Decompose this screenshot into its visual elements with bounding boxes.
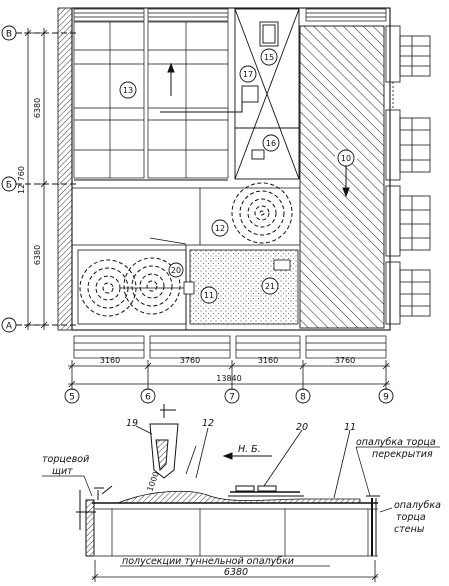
bottom-edge-panels [73,335,387,359]
dim-bottom-3: 3160 [258,356,278,365]
room-10 [299,25,385,329]
left-wall [57,7,73,331]
section-marker-12: 12 [202,418,214,429]
top-edge-panels [73,8,387,22]
dim-left-total: 12 760 [17,166,26,194]
plan-marker-17: 17 [243,70,253,79]
dim-bottom-1: 3160 [100,356,120,365]
col-axis-5: 5 [69,393,75,403]
label-tunnel-forms: полусекции туннельной опалубки [122,556,294,567]
label-slab-end-2: перекрытия [372,449,433,460]
label-end-shield-1: торцевой [42,454,89,465]
central-shaft [234,8,300,180]
wall-end-form [366,495,380,556]
plan-marker-21: 21 [265,282,275,291]
plan-marker-20: 20 [171,266,181,275]
row-axis-b: Б [6,181,12,191]
col-axis-8: 8 [300,393,306,403]
height-dim: 1000 [145,470,160,492]
building-outline [71,7,391,331]
col-axis-9: 9 [383,393,389,403]
direction-label: Н. Б. [238,444,261,455]
section-structure [92,502,378,557]
section-dimension [91,560,379,582]
right-edge-panels [385,25,431,325]
plan-marker-12: 12 [215,224,225,233]
concrete-layer [117,490,361,504]
label-wall-end-1: опалубка [394,500,441,511]
col-axis-6: 6 [145,393,151,403]
section-marker-leaders [135,425,351,499]
middle-band [72,187,300,246]
curing-circles-lower [79,257,181,317]
plan-view: В Б А 6380 12 760 6380 [1,7,431,404]
section-view: Н. Б. 1000 19 12 20 11 торцевой щит опал… [42,404,441,582]
plan-marker-11: 11 [204,291,214,300]
row-axis-v: В [6,30,12,40]
left-dimension-lines [24,28,48,330]
screed-machine [228,485,304,497]
plan-marker-13: 13 [123,86,133,95]
plan-marker-16: 16 [266,139,276,148]
end-shield [76,485,113,557]
curing-circles-upper [231,182,293,244]
plan-marker-circles [119,48,355,304]
col-axis-7: 7 [229,393,235,403]
hose-line [160,62,252,113]
column-axis-markers [64,388,394,404]
label-wall-end-3: стены [394,524,425,535]
dim-left-top: 6380 [33,98,42,118]
dim-bottom-4: 3760 [335,356,355,365]
dim-left-bottom: 6380 [33,245,42,265]
section-marker-19: 19 [126,418,138,429]
dim-bottom-2: 3760 [180,356,200,365]
dim-bottom-total: 13840 [216,374,241,383]
plan-marker-10: 10 [341,154,351,163]
plan-marker-15: 15 [264,53,274,62]
section-marker-11: 11 [344,422,356,433]
bottom-dimension-lines [68,360,390,390]
concrete-bucket [149,404,179,479]
upper-left-grid [73,21,229,181]
section-marker-20: 20 [296,422,308,433]
label-slab-end-1: опалубка торца [356,437,436,448]
label-end-shield-2: щит [52,466,73,477]
row-axis-a: А [6,322,13,332]
label-wall-end-2: торца [396,512,426,523]
direction-arrow [222,452,272,460]
section-width: 6380 [224,567,248,578]
lower-left-room [77,237,187,330]
